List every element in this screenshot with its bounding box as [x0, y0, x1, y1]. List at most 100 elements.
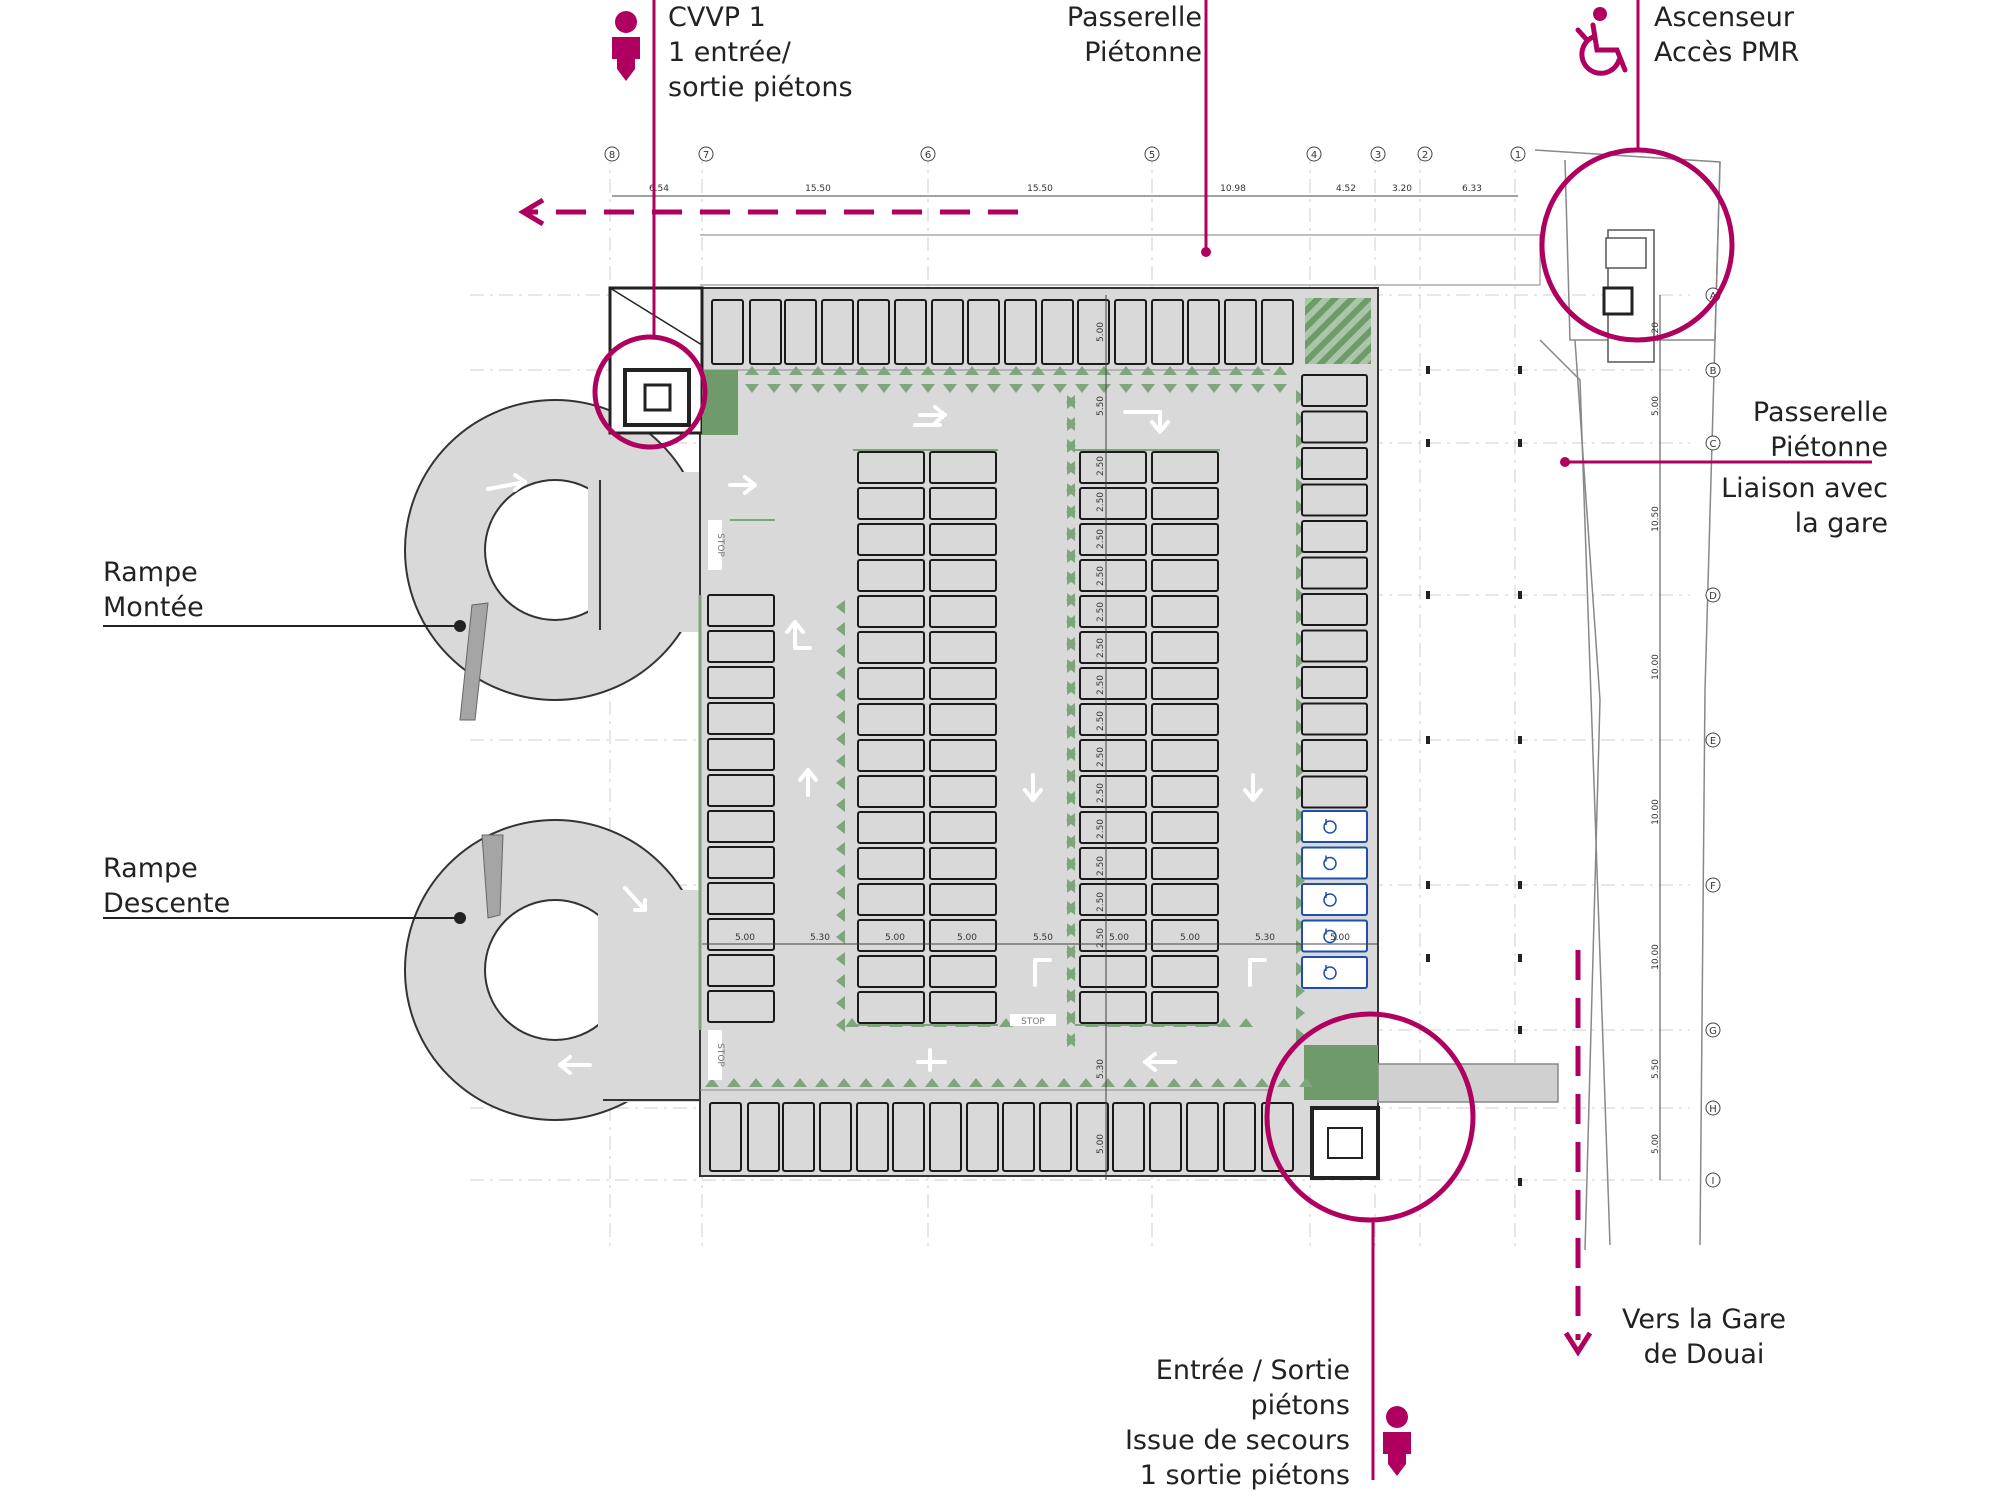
green-triangle — [1296, 654, 1305, 668]
green-triangle — [1057, 1078, 1071, 1087]
green-triangle — [836, 710, 845, 724]
parking-stall — [857, 667, 925, 700]
green-triangle — [836, 974, 845, 988]
entree-line1: Entrée / Sortie — [1155, 1355, 1350, 1386]
parking-stall — [1079, 667, 1147, 700]
parking-stall — [929, 739, 997, 772]
parking-stall — [1151, 955, 1219, 988]
dimension-label: 6.54 — [649, 184, 669, 194]
green-triangle — [1296, 874, 1305, 888]
arrow-turn — [793, 623, 812, 650]
green-triangle — [836, 600, 845, 614]
grid-letter: I — [1712, 1176, 1715, 1187]
arrow-head — [743, 475, 757, 495]
dimension-label: 5.00 — [735, 933, 755, 943]
parking-stall — [1301, 374, 1368, 407]
green-triangle — [1066, 769, 1075, 783]
parking-stall — [929, 703, 997, 736]
dimension-label: 5.00 — [1651, 1134, 1661, 1154]
green-triangle — [855, 384, 869, 393]
parking-stall — [857, 523, 925, 556]
parking-stall — [1079, 451, 1147, 484]
dimension-label: 5.50 — [1033, 933, 1053, 943]
green-triangle — [1185, 366, 1199, 375]
dimension-label: 5.00 — [1180, 933, 1200, 943]
dimension-label: 2.50 — [1096, 747, 1106, 767]
grid-letter: E — [1710, 736, 1716, 747]
green-triangle — [1009, 384, 1023, 393]
stair-core-cvvp — [608, 286, 738, 435]
parking-stall — [857, 487, 925, 520]
column-marker — [1518, 954, 1522, 962]
entree-line2: piétons — [1250, 1390, 1350, 1421]
parking-stall — [1151, 595, 1219, 628]
parking-stall — [821, 299, 854, 365]
wheelchair-icon — [1323, 929, 1337, 944]
passerelle-right-line2: Piétonne — [1770, 432, 1888, 463]
green-triangle — [943, 384, 957, 393]
grid-number: 2 — [1422, 150, 1428, 161]
cvvp-line2: 1 entrée/ — [668, 37, 791, 68]
green-triangle — [1239, 1018, 1253, 1027]
dimension-label: 2.50 — [1096, 529, 1106, 549]
parking-stall — [707, 702, 775, 735]
parking-stall — [1112, 1102, 1145, 1172]
leader-dots — [454, 247, 1570, 924]
column-marker — [1426, 591, 1430, 599]
hatched-zone — [1305, 298, 1371, 364]
green-triangle — [1296, 984, 1305, 998]
passerelle-right-label: Passerelle Piétonne — [1753, 395, 1888, 465]
green-triangle — [1075, 366, 1089, 375]
parking-stall — [929, 955, 997, 988]
arrow-head — [933, 405, 947, 425]
parking-stall — [1151, 523, 1219, 556]
green-triangle — [811, 384, 825, 393]
parking-stall — [1151, 703, 1219, 736]
pedestrian-icon — [1383, 1406, 1411, 1476]
parking-stall — [1079, 559, 1147, 592]
green-triangle — [836, 776, 845, 790]
green-triangle — [1066, 879, 1075, 893]
parking-stall — [707, 882, 775, 915]
parking-stall — [929, 775, 997, 808]
parking-stall — [1149, 1102, 1182, 1172]
parking-stall — [1224, 299, 1257, 365]
parking-stall — [857, 739, 925, 772]
parking-stall — [1079, 487, 1147, 520]
parking-stall — [929, 631, 997, 664]
green-triangle — [836, 666, 845, 680]
parking-stall — [929, 991, 997, 1024]
passerelle-top-line1: Passerelle — [1066, 2, 1202, 33]
green-triangle — [1296, 632, 1305, 646]
green-triangle — [836, 622, 845, 636]
green-triangle — [1296, 786, 1305, 800]
parking-stall — [1301, 447, 1368, 480]
highlight-circles — [592, 147, 1735, 1223]
column-marker — [1518, 1026, 1522, 1034]
green-triangle — [1277, 1078, 1291, 1087]
parking-stall — [707, 594, 775, 627]
green-triangle — [1066, 637, 1075, 651]
parking-stall — [894, 299, 927, 365]
green-triangle — [1101, 1078, 1115, 1087]
parking-stall — [892, 1102, 925, 1172]
green-triangle — [1296, 412, 1305, 426]
green-triangle — [749, 1078, 763, 1087]
dimension-label: 2.50 — [1096, 638, 1106, 658]
parking-stall — [857, 451, 925, 484]
green-triangle — [1296, 808, 1305, 822]
passerelle-bridge — [1377, 149, 1721, 1251]
green-triangle — [1296, 566, 1305, 580]
green-triangle — [1189, 1078, 1203, 1087]
parking-stall — [707, 774, 775, 807]
green-triangle — [836, 754, 845, 768]
grid-letter: D — [1709, 591, 1717, 602]
column-marker — [1518, 881, 1522, 889]
ascenseur-line2: Accès PMR — [1654, 37, 1800, 68]
green-triangle — [1299, 1078, 1313, 1087]
dimension-label: 2.50 — [1096, 711, 1106, 731]
green-triangle — [1066, 835, 1075, 849]
green-triangle — [1296, 390, 1305, 404]
